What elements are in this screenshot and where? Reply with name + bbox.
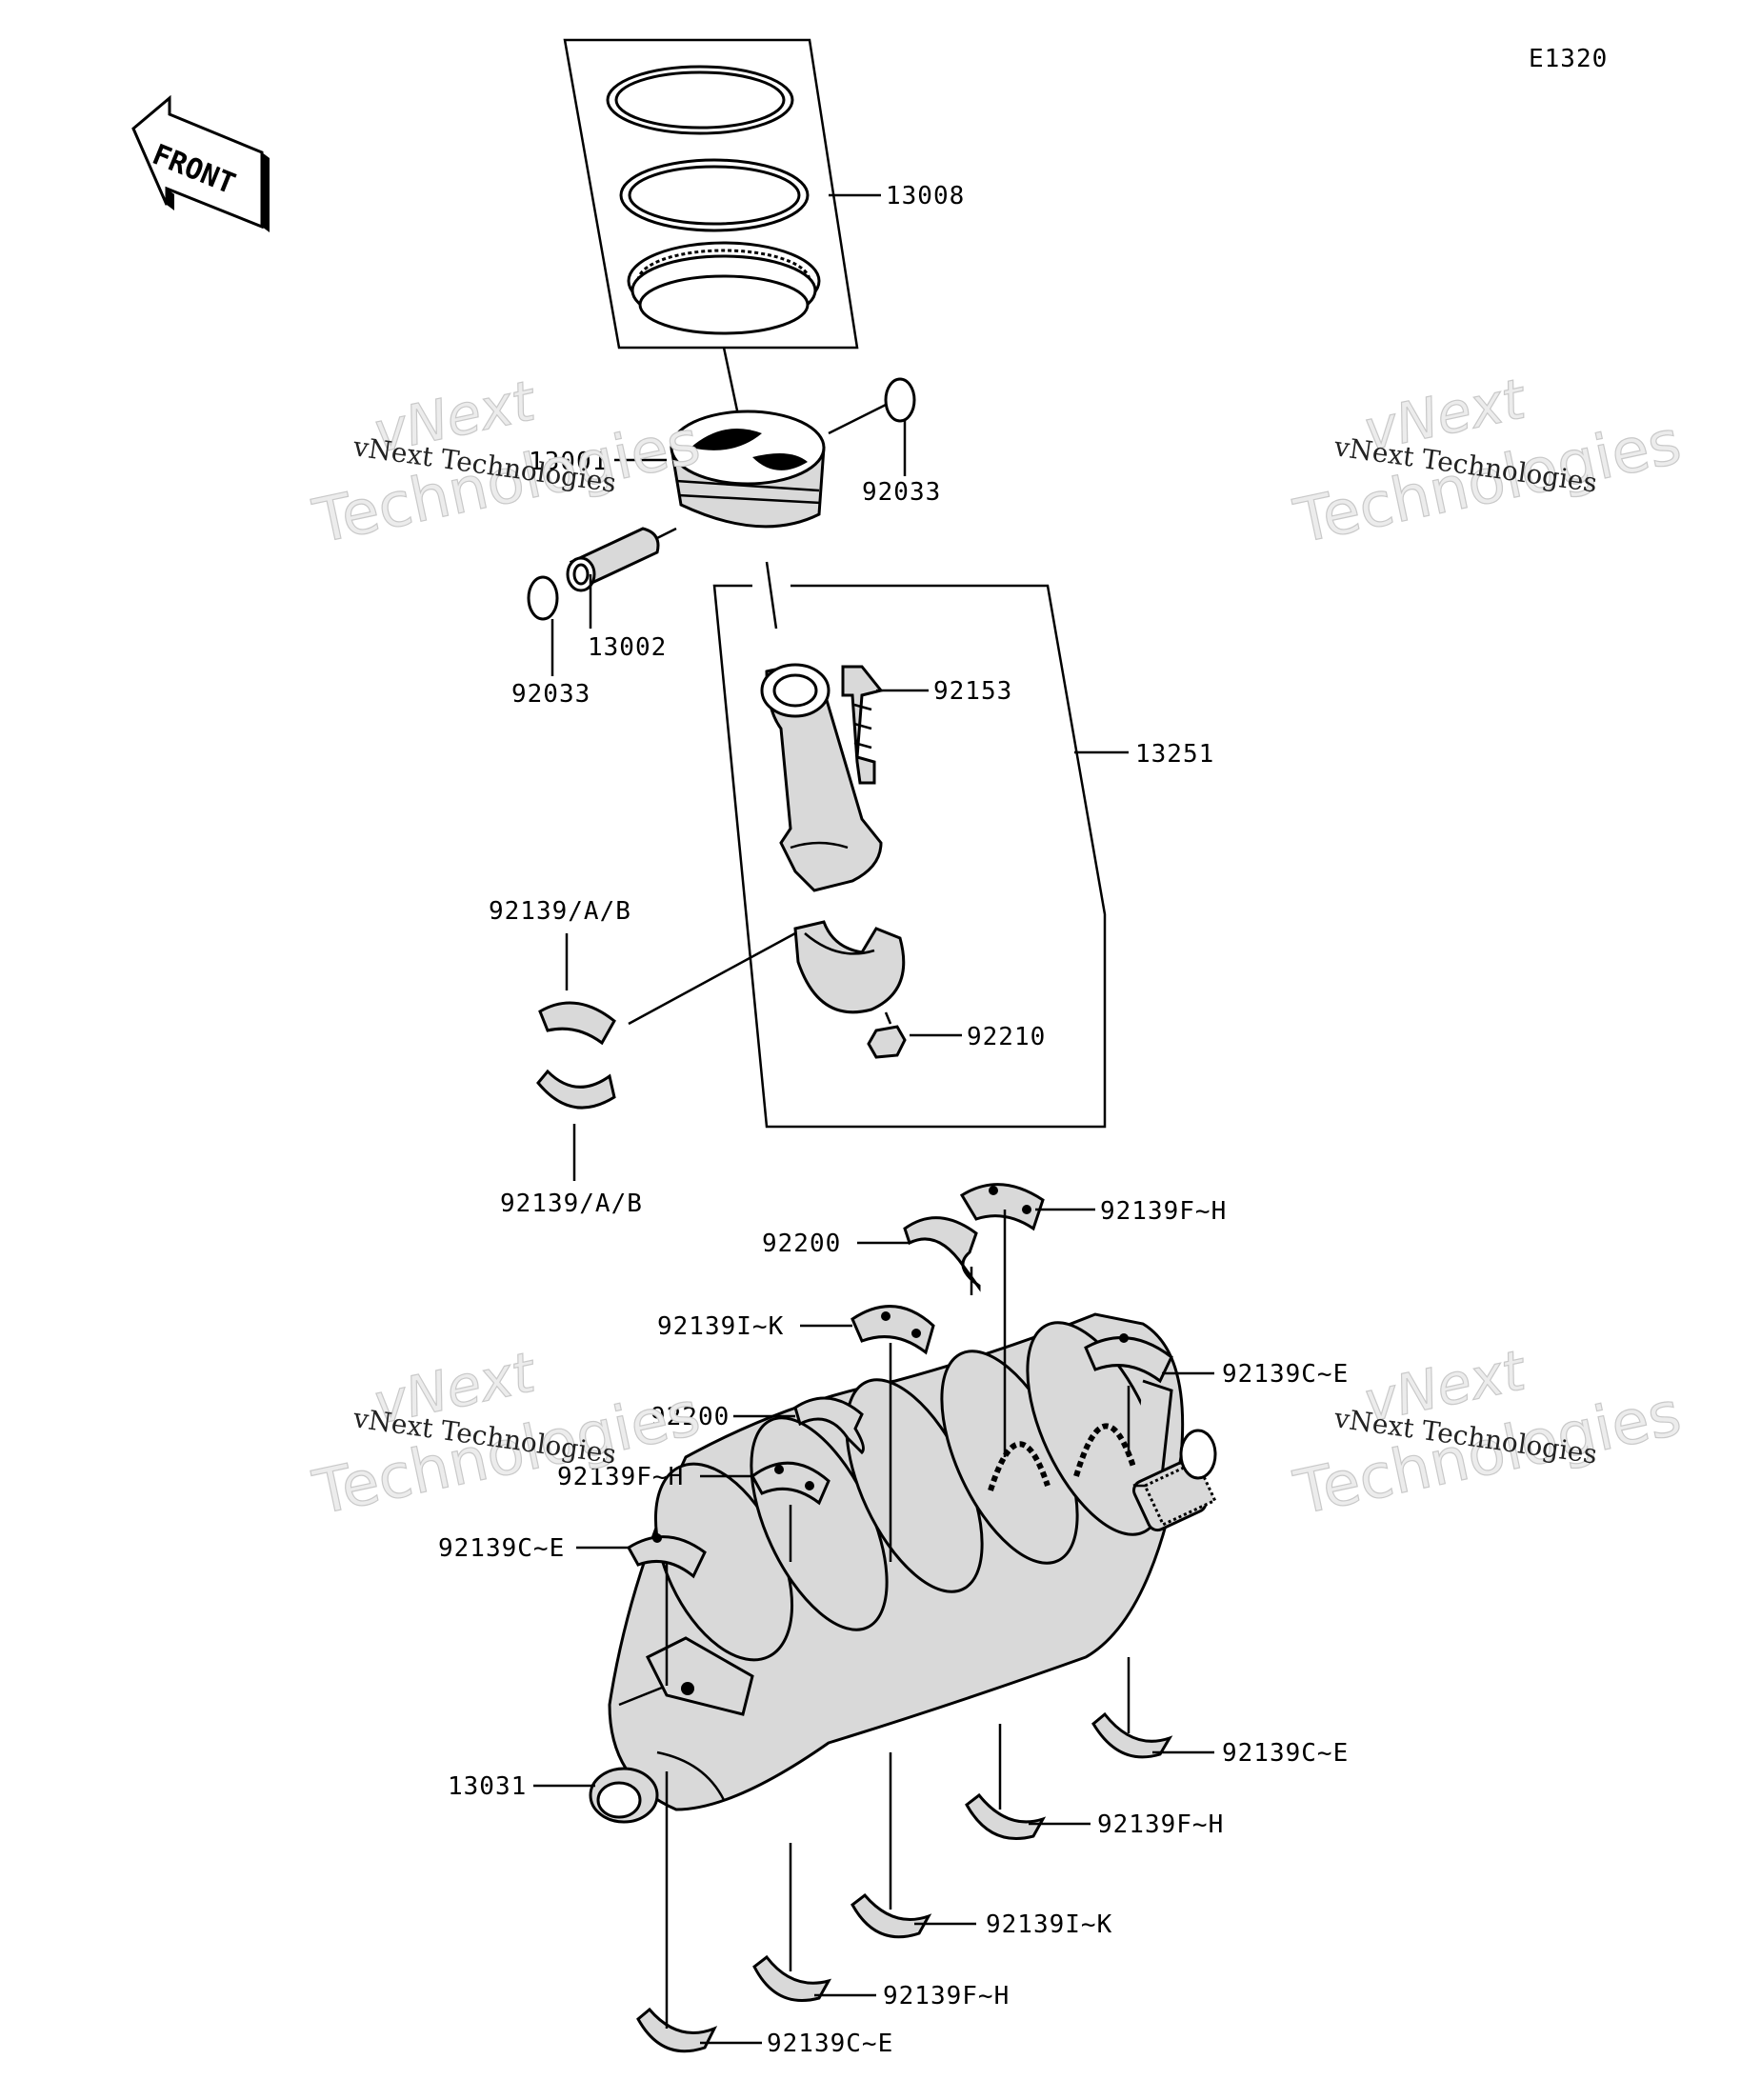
conrod-bearing-lower — [536, 1069, 616, 1110]
conrod-bearing-upper — [538, 931, 796, 1046]
callout-92139-f-h-1[interactable]: 92139F~H — [1100, 1197, 1227, 1226]
rod-nut — [867, 1011, 907, 1059]
callout-92139-c-e-3[interactable]: 92139C~E — [1222, 1739, 1349, 1768]
callout-92210[interactable]: 92210 — [967, 1023, 1046, 1051]
callout-92139-a-b-upper[interactable]: 92139/A/B — [489, 897, 631, 926]
callout-13008[interactable]: 13008 — [886, 182, 965, 210]
circlip-right — [884, 377, 916, 423]
callout-92139-f-h-2[interactable]: 92139F~H — [557, 1463, 684, 1491]
callout-92033-right[interactable]: 92033 — [862, 478, 941, 507]
diagram-code: E1320 — [1529, 45, 1608, 73]
callout-92139-i-k-2[interactable]: 92139I~K — [986, 1910, 1112, 1939]
callout-92139-c-e-1[interactable]: 92139C~E — [1222, 1360, 1349, 1389]
piston-pin — [566, 527, 677, 592]
front-arrow-icon: FRONT — [131, 94, 270, 232]
callout-92139-f-h-3[interactable]: 92139F~H — [1097, 1810, 1224, 1839]
piston — [670, 410, 826, 529]
connecting-rod-assembly — [712, 561, 1107, 1129]
rod-cap — [793, 920, 906, 1014]
main-bearing-shells-lower — [636, 1711, 1173, 2053]
watermark-bottom-left: vNext Technologies — [307, 1339, 707, 1530]
callout-92153[interactable]: 92153 — [933, 677, 1012, 706]
connecting-rod — [760, 663, 883, 892]
callout-92139-f-h-4[interactable]: 92139F~H — [883, 1982, 1010, 2010]
crankshaft — [589, 1312, 1217, 1824]
callout-92139-i-k-1[interactable]: 92139I~K — [657, 1312, 784, 1341]
callout-13002[interactable]: 13002 — [588, 633, 667, 662]
part-callouts: 13008 13001 92033 13002 92033 92153 1325… — [438, 182, 1349, 2058]
piston-ring-set — [563, 38, 859, 430]
callout-13251[interactable]: 13251 — [1135, 740, 1214, 769]
callout-92200-1[interactable]: 92200 — [762, 1230, 841, 1258]
main-bearing-shells-upper — [626, 1183, 1173, 1579]
circlip-left — [527, 575, 559, 621]
callout-13001[interactable]: 13001 — [529, 448, 608, 476]
callout-92139-c-e-4[interactable]: 92139C~E — [767, 2030, 893, 2058]
callout-92139-a-b-lower[interactable]: 92139/A/B — [500, 1190, 643, 1218]
callout-13031[interactable]: 13031 — [448, 1772, 527, 1801]
leader-lines — [533, 193, 1214, 2045]
rod-bolt — [841, 665, 884, 785]
callout-92033-left[interactable]: 92033 — [511, 680, 590, 709]
callout-92139-c-e-2[interactable]: 92139C~E — [438, 1534, 565, 1563]
callout-92200-2[interactable]: 92200 — [650, 1403, 730, 1431]
